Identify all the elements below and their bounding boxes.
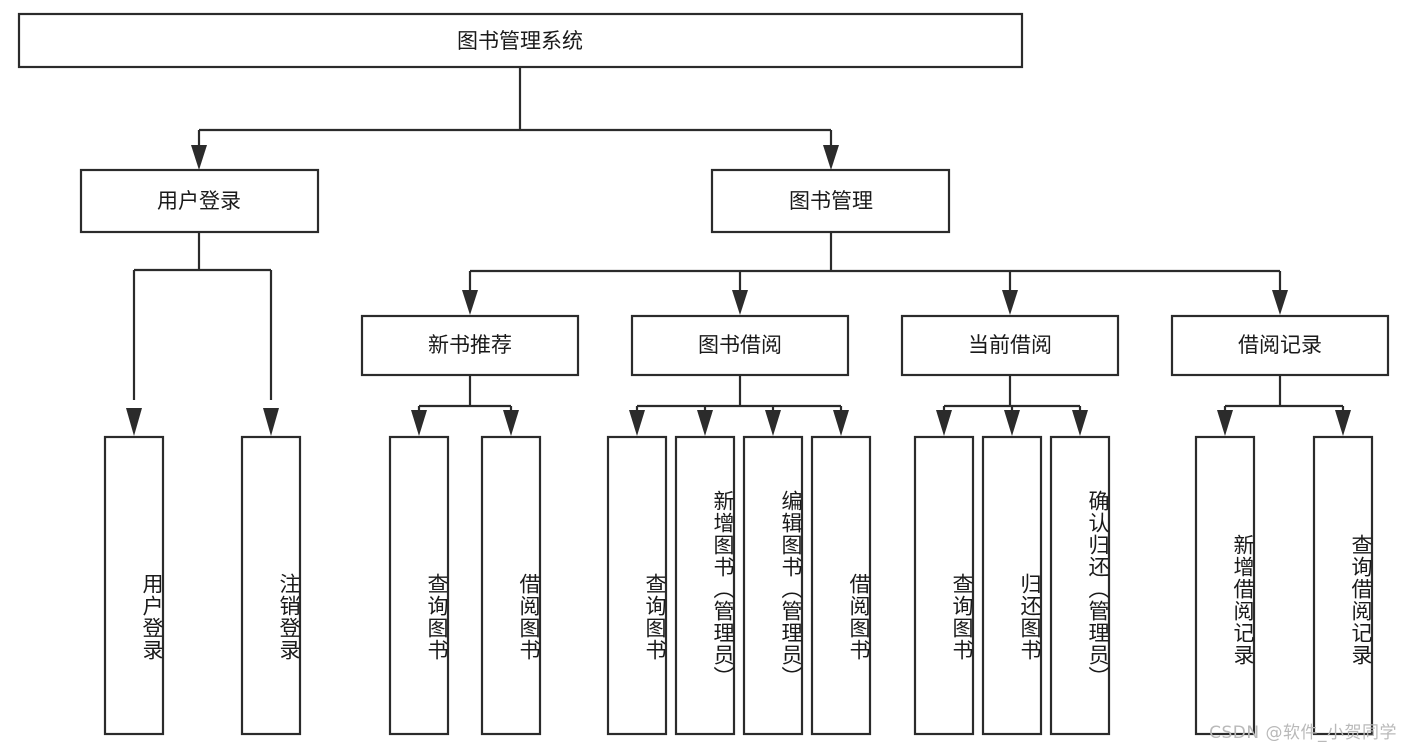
node-layer: 图书管理系统 用户登录 图书管理 新书推荐 图书借阅 当前借阅 借阅记录 <box>17 12 1390 736</box>
leaf-query-book-2-box[interactable] <box>606 435 668 736</box>
leaf-edit-book-box[interactable] <box>742 435 804 736</box>
arrow-head-leaf-query-record <box>1335 410 1351 436</box>
arrow-head-leaf-add-book <box>697 410 713 436</box>
connector-user-login-fan <box>132 232 273 400</box>
arrow-head-leaf-borrow-book-1 <box>503 410 519 436</box>
node-new-book-recommend-label: 新书推荐 <box>428 333 512 357</box>
node-user-login-label: 用户登录 <box>157 189 241 213</box>
leaf-return-book-box[interactable] <box>981 435 1043 736</box>
node-new-book-recommend-box[interactable] <box>360 314 580 377</box>
connector-book-manage-fan <box>468 232 1282 300</box>
arrow-head-leaf-confirm-return <box>1072 410 1088 436</box>
connector-root-trunk <box>197 67 833 158</box>
node-book-borrow-label: 图书借阅 <box>698 333 782 357</box>
connector-layer <box>126 67 1351 436</box>
leaf-query-book-3-box[interactable] <box>913 435 975 736</box>
node-root-box[interactable] <box>17 12 1024 69</box>
leaf-user-login-box[interactable] <box>103 435 165 736</box>
node-current-borrow-box[interactable] <box>900 314 1120 377</box>
arrow-head-leaf-edit-book <box>765 410 781 436</box>
arrow-head-leaf-query-book-3 <box>936 410 952 436</box>
node-root-label: 图书管理系统 <box>457 29 583 53</box>
connector-new-book-fan <box>417 375 513 414</box>
node-book-borrow-box[interactable] <box>630 314 850 377</box>
arrow-head-leaf-logout <box>263 408 279 436</box>
leaf-add-record-box[interactable] <box>1194 435 1256 736</box>
leaf-query-book-1-box[interactable] <box>388 435 450 736</box>
node-user-login-box[interactable] <box>79 168 320 234</box>
node-book-manage-label: 图书管理 <box>789 189 873 213</box>
node-borrow-record-label: 借阅记录 <box>1238 333 1322 357</box>
arrow-head-leaf-add-record <box>1217 410 1233 436</box>
leaf-logout-box[interactable] <box>240 435 302 736</box>
arrow-head-leaf-query-book-2 <box>629 410 645 436</box>
leaf-borrow-book-1-box[interactable] <box>480 435 542 736</box>
leaf-add-book-box[interactable] <box>674 435 736 736</box>
arrow-head-leaf-query-book-1 <box>411 410 427 436</box>
connector-borrow-record-fan <box>1223 375 1345 414</box>
arrow-head-leaf-borrow-book-2 <box>833 410 849 436</box>
leaf-confirm-return-box[interactable] <box>1049 435 1111 736</box>
arrow-head-borrow-record <box>1272 290 1288 315</box>
arrow-head-current-borrow <box>1002 290 1018 315</box>
arrow-head-new-book <box>462 290 478 315</box>
node-borrow-record-box[interactable] <box>1170 314 1390 377</box>
arrow-head-user-login <box>191 145 207 170</box>
node-current-borrow-label: 当前借阅 <box>968 333 1052 357</box>
arrow-head-leaf-return-book <box>1004 410 1020 436</box>
arrow-head-leaf-user-login <box>126 408 142 436</box>
arrow-head-book-manage <box>823 145 839 170</box>
csdn-watermark: CSDN @软件_小贺同学 <box>1209 723 1397 743</box>
leaf-borrow-book-2-box[interactable] <box>810 435 872 736</box>
arrow-head-book-borrow <box>732 290 748 315</box>
node-book-manage-box[interactable] <box>710 168 951 234</box>
connector-book-borrow-fan <box>635 375 843 414</box>
connector-current-borrow-fan <box>942 375 1082 414</box>
leaf-query-record-box[interactable] <box>1312 435 1374 736</box>
